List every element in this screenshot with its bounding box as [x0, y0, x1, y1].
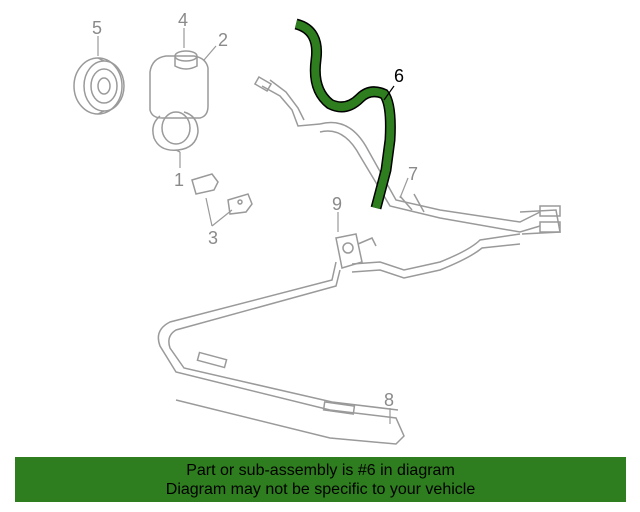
- pressure-line-part: [157, 233, 521, 445]
- callout-8: 8: [384, 390, 394, 410]
- banner-line-1: Part or sub-assembly is #6 in diagram: [186, 461, 455, 479]
- callout-9: 9: [332, 194, 342, 214]
- hose-part-fill: [294, 20, 395, 210]
- leader-line-6: [383, 85, 395, 101]
- pulley-part: [73, 57, 125, 115]
- return-line-part: [253, 76, 561, 235]
- callout-7: 7: [408, 164, 418, 184]
- clamp-parts: [191, 173, 253, 215]
- callout-1: 1: [174, 170, 184, 190]
- leader-lines: [97, 28, 409, 424]
- hose-part-highlighted: [294, 18, 396, 210]
- info-banner: Part or sub-assembly is #6 in diagram Di…: [15, 457, 626, 502]
- reservoir-pump-part: [149, 50, 209, 153]
- banner-line-2: Diagram may not be specific to your vehi…: [165, 480, 476, 498]
- callout-6: 6: [394, 66, 404, 86]
- callout-3: 3: [208, 228, 218, 248]
- callout-2: 2: [218, 30, 228, 50]
- callout-5: 5: [92, 18, 102, 38]
- callout-4: 4: [178, 10, 188, 30]
